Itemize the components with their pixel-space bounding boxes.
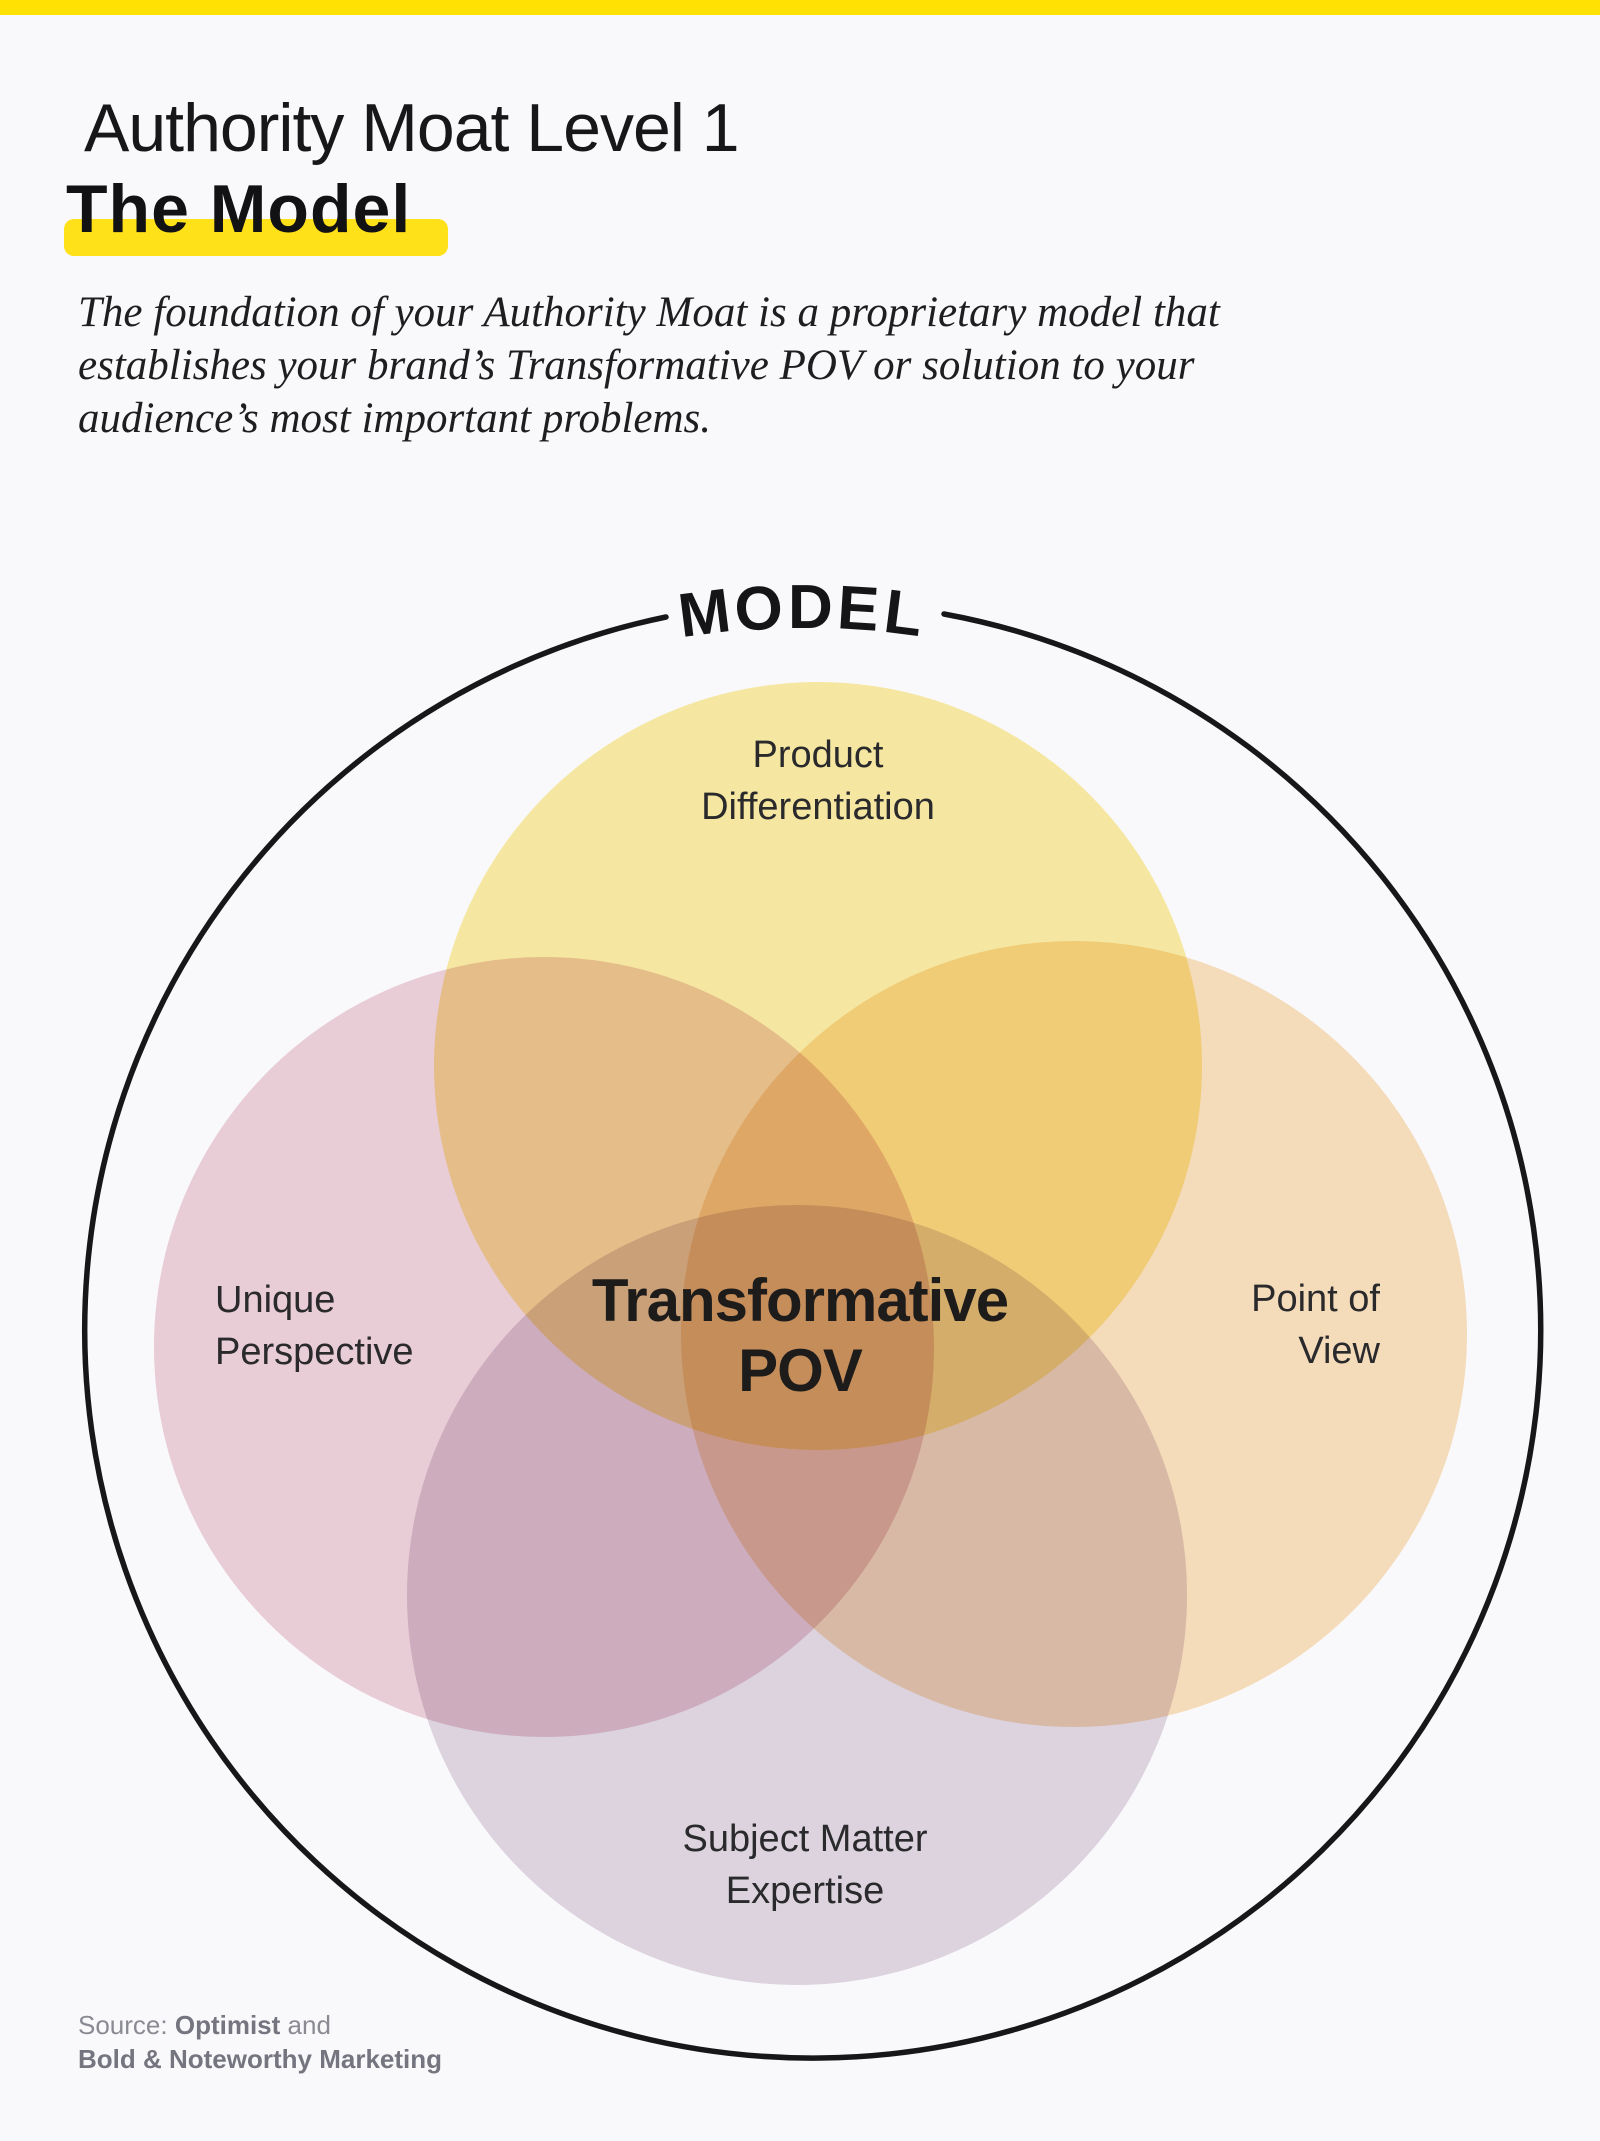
source-attribution: Source: Optimist and Bold & Noteworthy M… [78, 2008, 442, 2076]
circle-subject-matter-expertise [407, 1205, 1187, 1985]
top-accent-bar [0, 0, 1600, 15]
source-conjunction: and [287, 2010, 331, 2040]
source-name-optimist: Optimist [174, 2010, 281, 2040]
source-name-bold-noteworthy: Bold & Noteworthy Marketing [78, 2044, 443, 2074]
center-label-transformative-pov: Transformative POV [591, 1267, 1009, 1404]
intro-line-2: establishes your brand’s Transformative … [78, 342, 1195, 389]
subtitle-highlight [64, 219, 448, 256]
page-title: Authority Moat Level 1 [84, 90, 740, 166]
label-subject-matter-expertise: Subject Matter Expertise [682, 1818, 928, 1912]
label-product-differentiation: Product Differentiation [701, 734, 935, 828]
intro-line-1: The foundation of your Authority Moat is… [78, 289, 1220, 336]
source-prefix: Source: [78, 2010, 168, 2040]
label-unique-perspective: Unique Perspective [215, 1279, 414, 1373]
page-subtitle: The Model [66, 171, 412, 247]
outer-ring-label: MODEL [673, 573, 927, 651]
intro-line-3: audience’s most important problems. [78, 395, 712, 442]
intro-paragraph: The foundation of your Authority Moat is… [78, 286, 1378, 445]
label-point-of-view: Point of View [1251, 1278, 1380, 1372]
